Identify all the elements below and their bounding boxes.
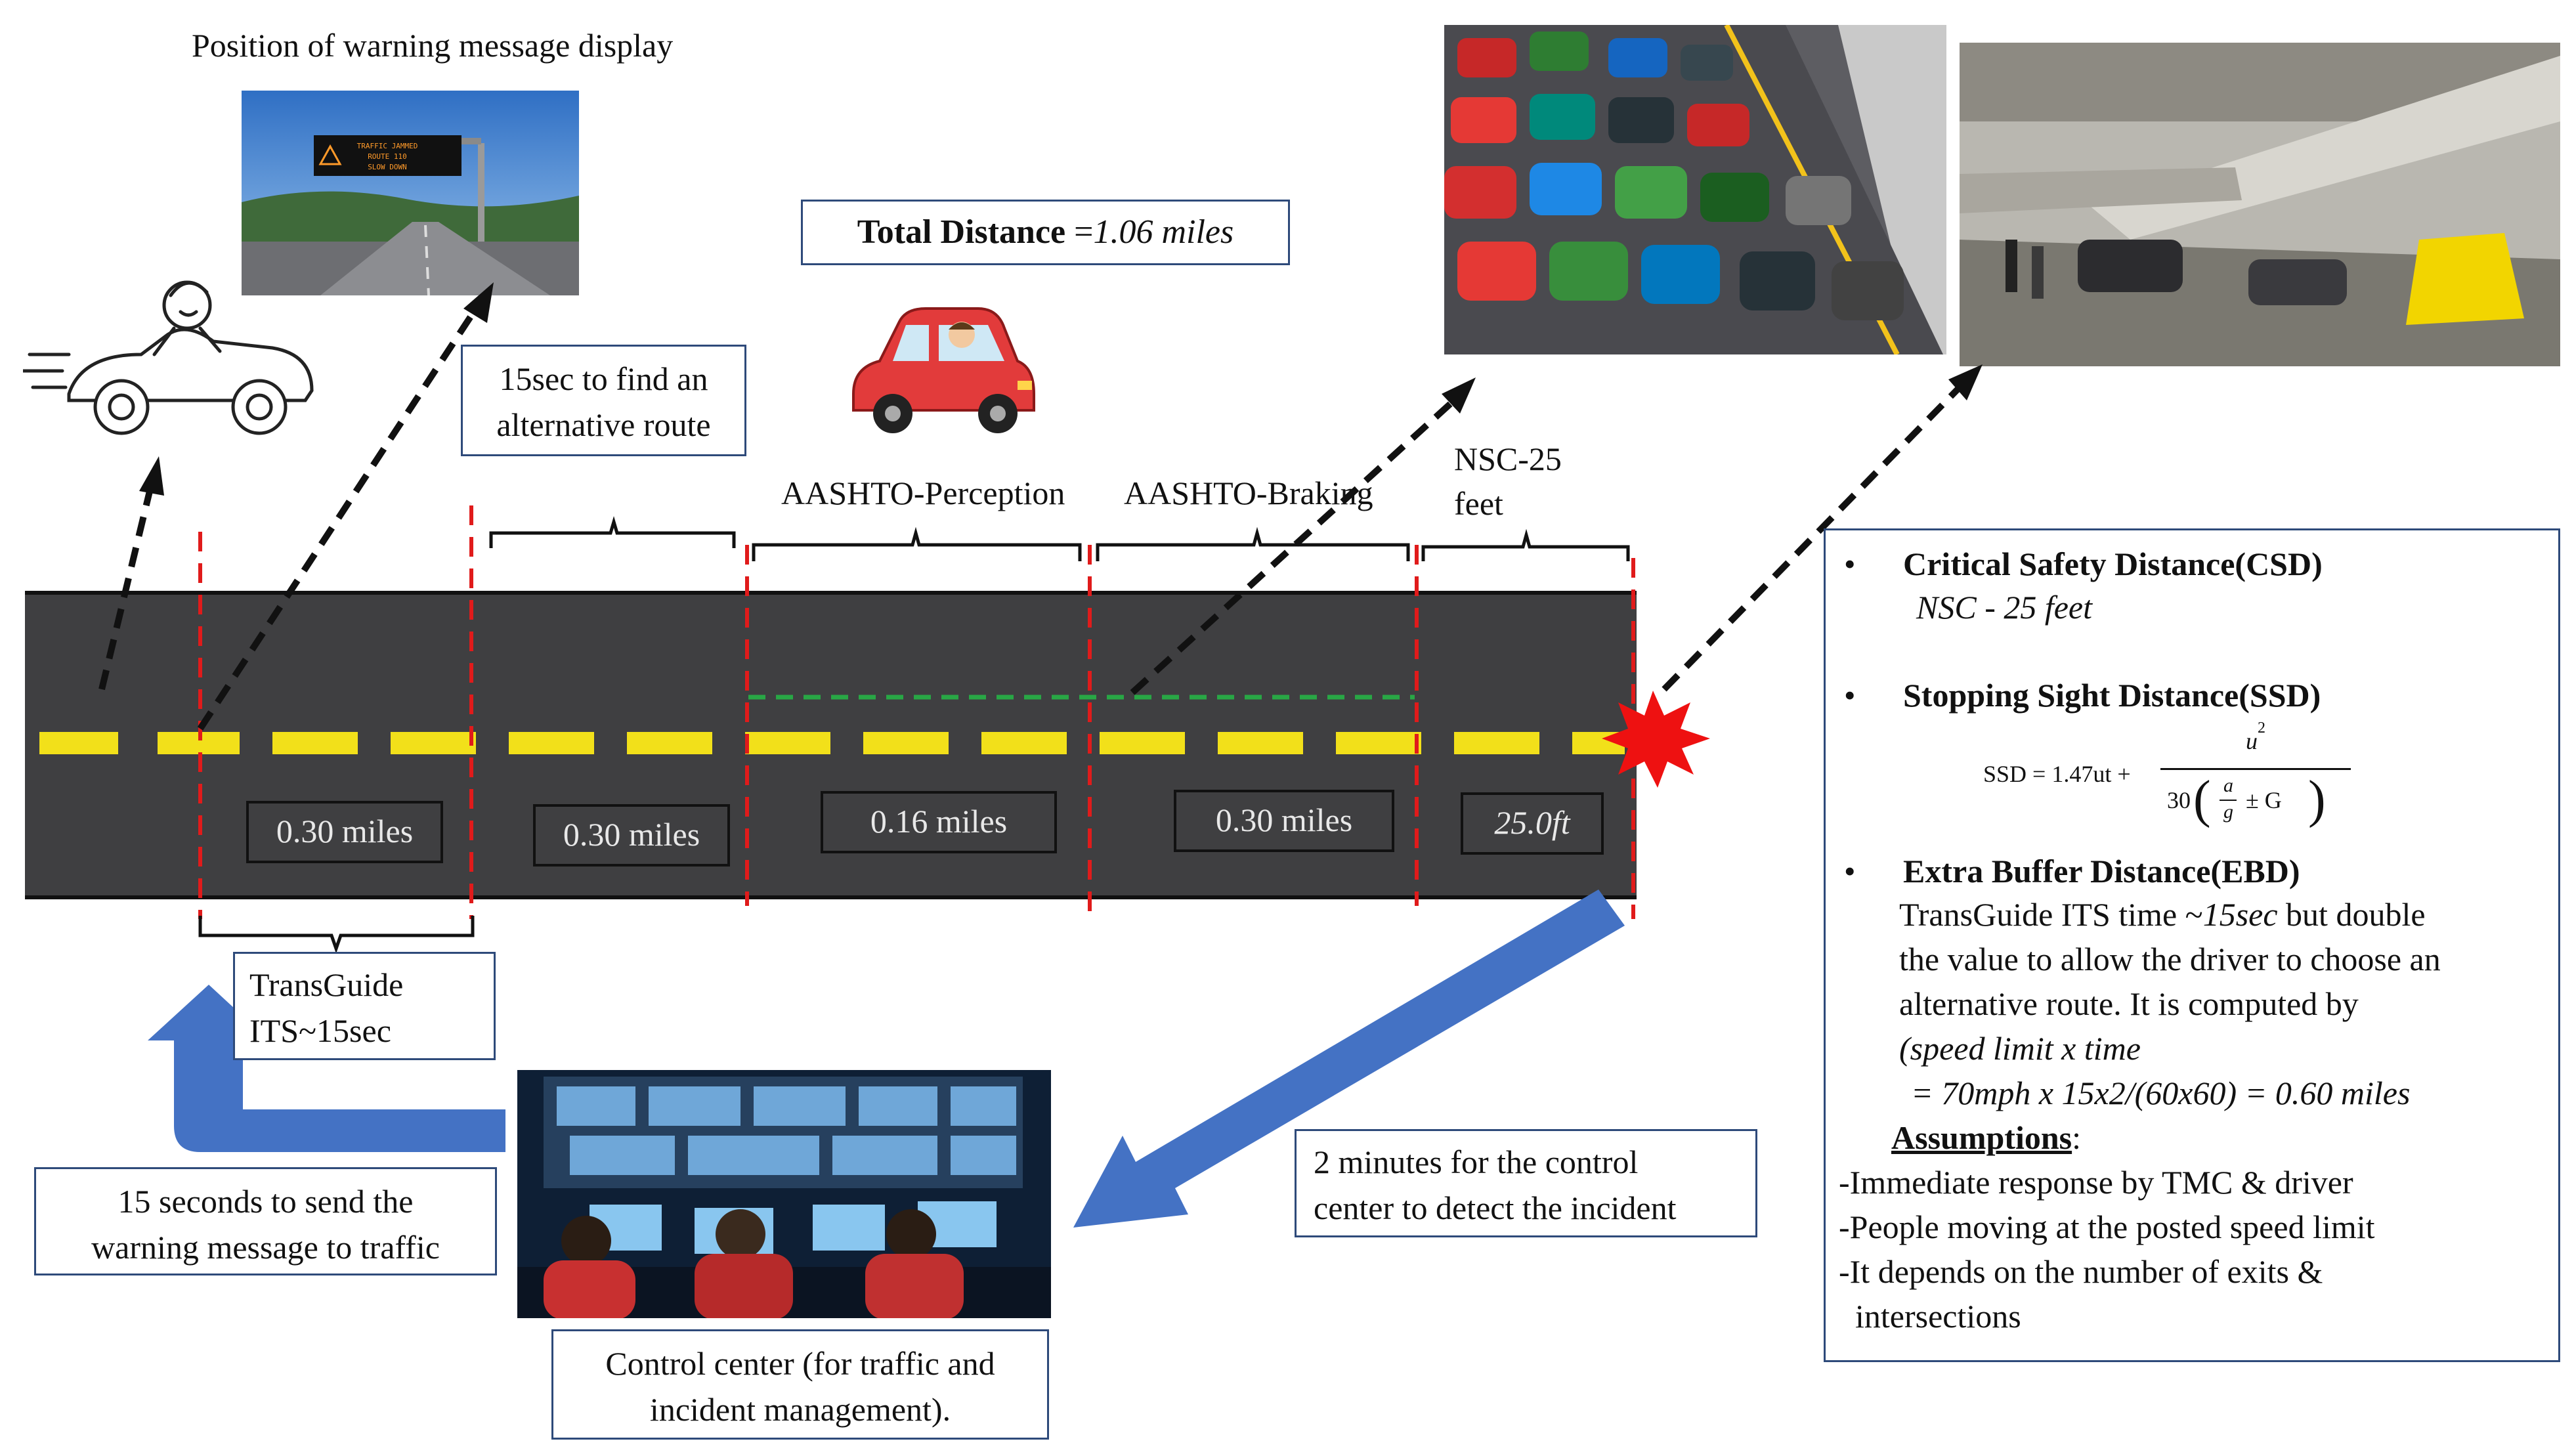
ssd-formula-g: g: [2223, 801, 2233, 823]
assumption-4: intersections: [1839, 1298, 2021, 1335]
ebd-title: Extra Buffer Distance(EBD): [1903, 853, 2300, 889]
transguide-line1: TransGuide: [249, 966, 404, 1003]
detect-incident-box: 2 minutes for the control center to dete…: [1295, 1129, 1757, 1237]
send-warning-line2: warning message to traffic: [91, 1229, 440, 1266]
ssd-formula-numerator: u: [2246, 728, 2258, 754]
cartoon-car-driver: [21, 276, 325, 446]
traffic-jam-photo: [1444, 25, 1946, 354]
control-center-line1: Control center (for traffic and: [605, 1345, 995, 1382]
ssd-title: Stopping Sight Distance(SSD): [1903, 677, 2321, 714]
segment-label-4: 0.30 miles: [1174, 790, 1394, 852]
sign-line-3: SLOW DOWN: [368, 163, 407, 171]
aashto-braking-label: AASHTO-Braking: [1124, 475, 1373, 511]
ebd-line5: = 70mph x 15x2/(60x60) = 0.60 miles: [1911, 1075, 2411, 1111]
detect-incident-line2: center to detect the incident: [1314, 1189, 1677, 1226]
ebd-line1-c: but double: [2277, 896, 2426, 933]
ebd-line4: (speed limit x time: [1899, 1030, 2141, 1067]
assumptions-heading: Assumptions:: [1891, 1119, 2081, 1157]
find-route-line2: alternative route: [496, 406, 711, 443]
ebd-line1-b: 15sec: [2202, 896, 2278, 933]
highway-sign-photo: TRAFFIC JAMMED ROUTE 110 SLOW DOWN: [242, 91, 579, 295]
ebd-line1-a: TransGuide ITS time ~: [1899, 896, 2203, 933]
transguide-line2: ITS~15sec: [249, 1012, 391, 1049]
detect-incident-line1: 2 minutes for the control: [1314, 1144, 1639, 1180]
ssd-formula: SSD = 1.47ut + u 2 30 ( a g ± G ): [1983, 719, 2377, 826]
segment-label-2: 0.30 miles: [533, 804, 730, 867]
blue-arrow-to-control-center: [1073, 889, 1625, 1228]
nsc-label-line1: NSC-25: [1454, 440, 1562, 477]
segment-label-1: 0.30 miles: [246, 801, 443, 863]
assumption-2: -People moving at the posted speed limit: [1839, 1209, 2375, 1245]
control-center-line2: incident management).: [649, 1391, 951, 1428]
control-center-caption-box: Control center (for traffic and incident…: [551, 1329, 1049, 1440]
ebd-bullet: •: [1844, 853, 1856, 889]
csd-title: Critical Safety Distance(CSD): [1903, 546, 2323, 582]
lane-markings: [39, 732, 1625, 754]
find-route-line1: 15sec to find an: [499, 360, 708, 397]
send-warning-box: 15 seconds to send the warning message t…: [34, 1167, 497, 1275]
find-route-box: 15sec to find an alternative route: [461, 345, 746, 456]
ssd-formula-a: a: [2223, 775, 2233, 796]
assumptions-colon: :: [2072, 1119, 2082, 1156]
aashto-perception-label: AASHTO-Perception: [781, 475, 1065, 511]
incident-burst-icon: [1602, 691, 1710, 788]
assumption-3: -It depends on the number of exits &: [1839, 1253, 2323, 1290]
assumptions-title: Assumptions: [1891, 1119, 2072, 1156]
sign-line-2: ROUTE 110: [368, 152, 407, 161]
ssd-formula-lhs: SSD = 1.47ut +: [1983, 761, 2131, 787]
ssd-formula-numerator-exp: 2: [2258, 719, 2265, 737]
csd-bullet: •: [1844, 546, 1856, 582]
distance-definitions-panel: • Critical Safety Distance(CSD) NSC - 25…: [1824, 528, 2560, 1362]
ssd-formula-denom-suffix: ± G: [2246, 787, 2282, 813]
ssd-bullet: •: [1844, 677, 1856, 714]
nsc-label-line2: feet: [1454, 485, 1503, 522]
ebd-line2: the value to allow the driver to choose …: [1899, 941, 2441, 977]
sign-line-1: TRAFFIC JAMMED: [357, 142, 418, 150]
total-distance-value: 1.06 miles: [1093, 213, 1234, 251]
warning-display-caption: Position of warning message display: [192, 27, 674, 64]
csd-value: NSC - 25 feet: [1916, 589, 2093, 626]
ebd-line1: TransGuide ITS time ~15sec but double: [1899, 895, 2426, 933]
assumption-1: -Immediate response by TMC & driver: [1839, 1164, 2353, 1201]
total-distance-label: Total Distance: [857, 213, 1066, 251]
send-warning-line1: 15 seconds to send the: [118, 1183, 414, 1220]
ebd-line3: alternative route. It is computed by: [1899, 985, 2359, 1022]
total-distance-eq: =: [1065, 213, 1094, 251]
transguide-box: TransGuide ITS~15sec: [233, 952, 496, 1060]
total-distance-box: Total Distance =1.06 miles: [801, 200, 1290, 265]
bridge-collapse-photo: [1960, 43, 2560, 366]
red-car-icon: [840, 295, 1037, 440]
segment-label-3: 0.16 miles: [821, 791, 1057, 853]
segment-label-5: 25.0ft: [1461, 792, 1604, 855]
ssd-formula-denom-prefix: 30: [2167, 787, 2191, 813]
control-center-photo: [517, 1070, 1051, 1318]
